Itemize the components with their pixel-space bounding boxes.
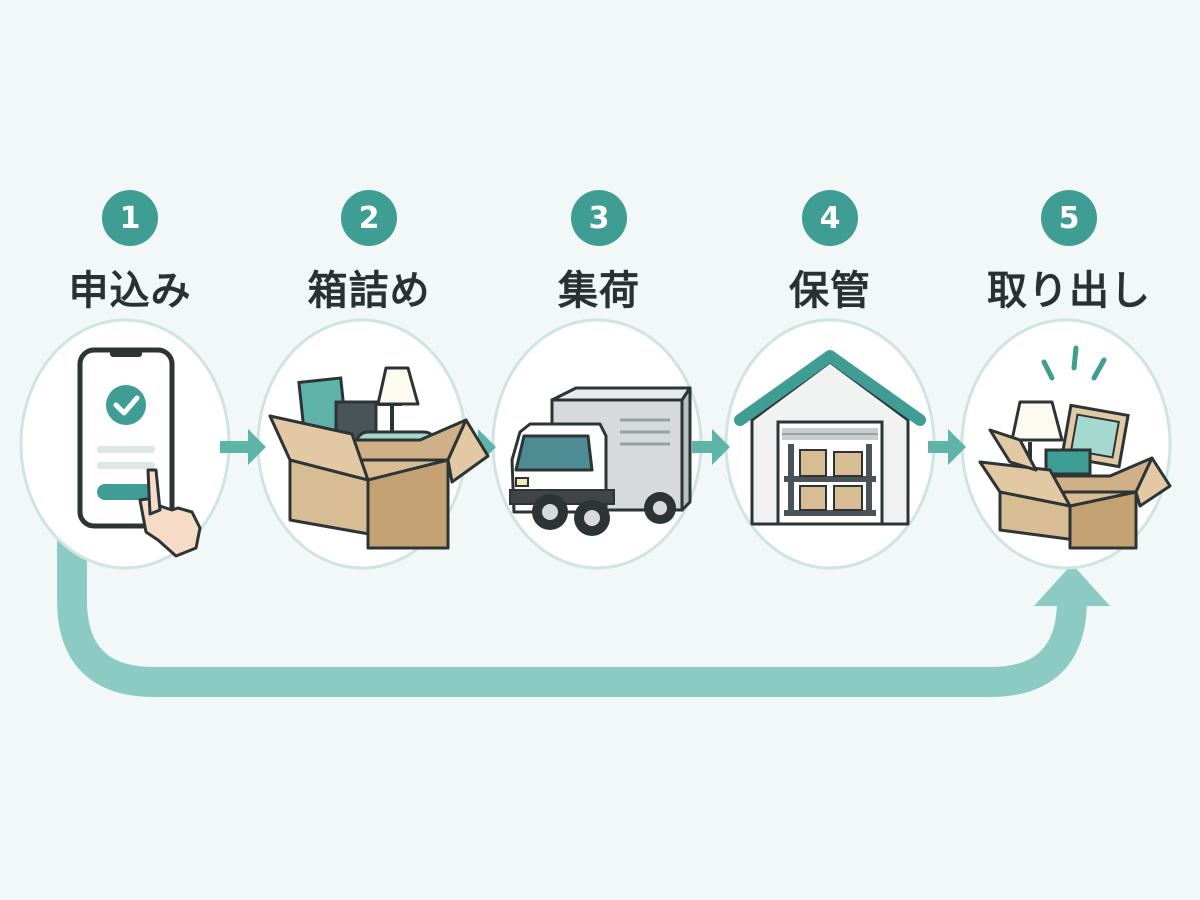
connector-arrow-3-4 xyxy=(692,429,730,465)
warehouse-icon xyxy=(734,350,926,526)
step-number-3: 3 xyxy=(571,190,627,246)
step-label-4: 保管 xyxy=(789,268,871,314)
step-number-4: 4 xyxy=(802,190,858,246)
packed-box-icon xyxy=(268,366,490,550)
connector-arrow-4-5 xyxy=(928,429,966,465)
step-number-2: 2 xyxy=(341,190,397,246)
step-number-5: 5 xyxy=(1041,190,1097,246)
step-label-3: 集荷 xyxy=(558,268,640,314)
step-number-1: 1 xyxy=(102,190,158,246)
step-label-5: 取り出し xyxy=(987,268,1151,314)
open-box-icon xyxy=(978,345,1172,550)
step-label-1: 申込み xyxy=(68,268,192,314)
smartphone-checkmark-icon xyxy=(77,347,202,558)
delivery-truck-icon xyxy=(509,386,692,536)
step-label-2: 箱詰め xyxy=(307,268,431,314)
connector-arrow-1-2 xyxy=(220,429,266,465)
